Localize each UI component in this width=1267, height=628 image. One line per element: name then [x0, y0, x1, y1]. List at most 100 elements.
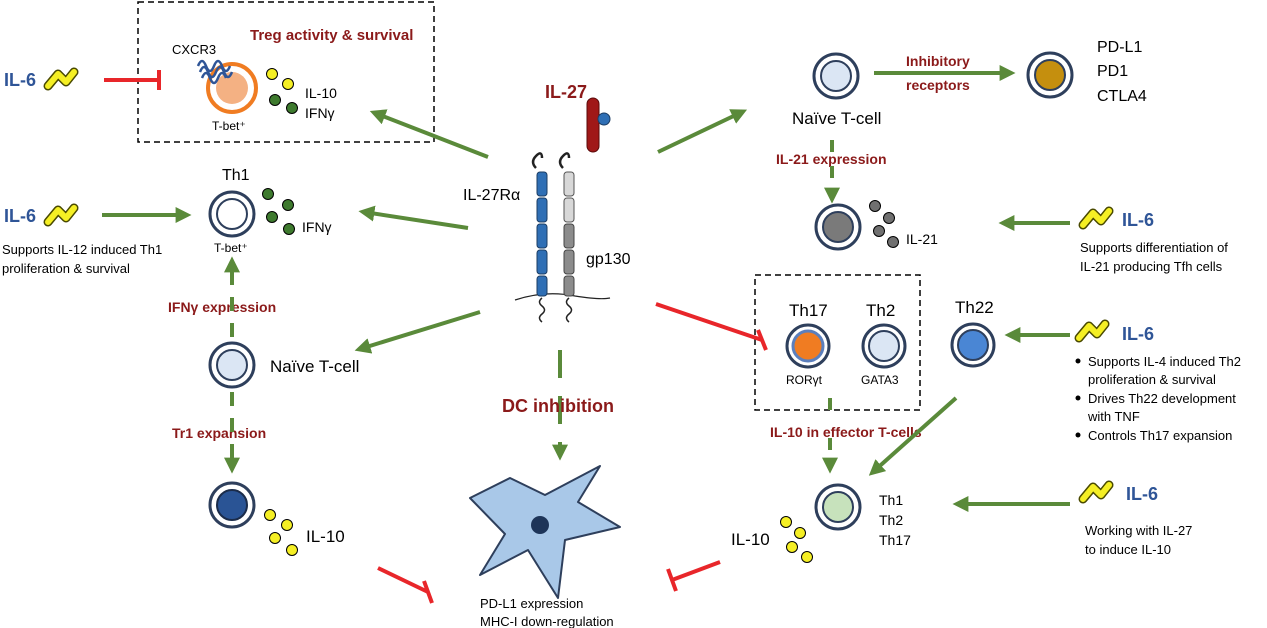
dc-caption-line2: MHC-I down-regulation [480, 614, 614, 628]
effector-il10-cytokines [780, 516, 813, 563]
naive-left-label: Naïve T-cell [270, 357, 359, 376]
arrow-to-naive-left [354, 310, 481, 354]
bullet-text: Drives Th22 development [1088, 391, 1236, 406]
tr1-inhibit-dc [377, 566, 429, 594]
arrow-th22-to-effector [868, 396, 958, 476]
bullet-dot [1075, 395, 1081, 401]
tr1-cytokines [264, 509, 298, 556]
tfh-il6-label: IL-6 [1122, 210, 1154, 230]
th2-title: Th2 [866, 301, 895, 320]
receptor-label: CTLA4 [1097, 88, 1147, 105]
dc-nucleus [531, 516, 549, 534]
treg-cytokines [266, 68, 298, 114]
receptor-label: PD1 [1097, 63, 1128, 80]
bullet-text: with TNF [1087, 409, 1140, 424]
naive-right-label: Naïve T-cell [792, 109, 881, 128]
il6-icon [48, 72, 74, 86]
inhibitory-receptor-cell [1026, 51, 1074, 99]
effector-il6-bullets: Supports IL-4 induced Th2 proliferation … [1075, 354, 1241, 443]
th1-tbet-label: T-bet⁺ [214, 241, 248, 255]
cytokine-dot [780, 516, 792, 528]
il27-cytokine-icon [586, 97, 611, 153]
cell-membrane [514, 293, 611, 301]
effector-il10-cell [814, 483, 862, 531]
bullet-dot [1075, 358, 1081, 364]
arrow-to-treg [369, 109, 489, 159]
effector-cell-type: Th2 [879, 512, 903, 528]
cytokine-dot [286, 544, 298, 556]
tfh-il6-desc-line1: Supports differentiation of [1080, 240, 1228, 255]
th1-title: Th1 [222, 167, 250, 184]
effector-inhibit-dc-bar [666, 568, 678, 592]
cxcr3-receptor-icon [196, 59, 234, 85]
il27ra-chain [531, 152, 548, 323]
ifng-expression-label: IFNγ expression [168, 299, 276, 315]
th1-il6-desc-line1: Supports IL-12 induced Th1 [2, 242, 162, 257]
working-il6-desc-line1: Working with IL-27 [1085, 523, 1192, 538]
cytokine-dot [887, 236, 899, 248]
inhibitory-label-line2: receptors [906, 77, 970, 93]
cytokine-dot [264, 509, 276, 521]
th17-cell [785, 323, 831, 369]
effector-cell-type: Th17 [879, 532, 911, 548]
effector-box [754, 274, 921, 411]
dc-caption-line1: PD-L1 expression [480, 596, 583, 611]
effector-il6-label: IL-6 [1122, 324, 1154, 344]
tr1-cell [208, 481, 256, 529]
cytokine-dot [283, 223, 295, 235]
naive-left-cell [208, 341, 256, 389]
bullet-text: Supports IL-4 induced Th2 [1088, 354, 1241, 369]
inhibit-effector-bar [756, 329, 768, 351]
th2-marker: GATA3 [861, 373, 899, 387]
treg-il10-label: IL-10 [305, 85, 337, 101]
effector-il10-label: IL-10 [731, 530, 770, 549]
cytokine-dot [282, 78, 294, 90]
cytokine-dot [286, 102, 298, 114]
naive-right-cell [812, 52, 860, 100]
cytokine-dot [281, 519, 293, 531]
bullet-dot [1075, 432, 1081, 438]
cytokine-dot [801, 551, 813, 563]
inhibit-effector [655, 302, 763, 342]
effector-cell-type: Th1 [879, 492, 903, 508]
effector-inhibit-dc [671, 560, 721, 582]
arrow-to-naive-right [657, 109, 748, 154]
il6-icon [1083, 485, 1109, 499]
il27-label: IL-27 [545, 82, 587, 102]
th1-cytokines [262, 188, 295, 235]
cytokine-dot [269, 94, 281, 106]
bullet-text: proliferation & survival [1088, 372, 1216, 387]
working-il6-label: IL-6 [1126, 484, 1158, 504]
th1-il6-desc-line2: proliferation & survival [2, 261, 130, 276]
il27-receptor-complex [514, 97, 611, 323]
cytokine-dot [266, 68, 278, 80]
treg-ifng-label: IFNγ [305, 105, 335, 121]
gp130-label: gp130 [586, 251, 631, 268]
il21-cytokines [869, 200, 899, 248]
il6-icon [1079, 324, 1105, 338]
receptor-label: PD-L1 [1097, 39, 1142, 56]
treg-box [137, 1, 435, 143]
bullet-text: Controls Th17 expansion [1088, 428, 1232, 443]
tfh-cell [814, 203, 862, 251]
working-il6-desc-line2: to induce IL-10 [1085, 542, 1171, 557]
th1-cell [208, 190, 256, 238]
inhibitory-label-line1: Inhibitory [906, 53, 970, 69]
cytokine-dot [883, 212, 895, 224]
cytokine-dot [873, 225, 885, 237]
tfh-il6-desc-line2: IL-21 producing Tfh cells [1080, 259, 1223, 274]
th17-title: Th17 [789, 301, 828, 320]
il21-expression-label: IL-21 expression [776, 151, 887, 167]
treg-title: Treg activity & survival [250, 27, 413, 44]
dc-inhibition-label: DC inhibition [502, 396, 614, 416]
il6-icon [48, 208, 74, 222]
gp130-chain [558, 152, 575, 323]
treg-il6-label: IL-6 [4, 70, 36, 90]
cytokine-dot [262, 188, 274, 200]
cytokine-dot [266, 211, 278, 223]
il27ra-label: IL-27Rα [463, 187, 520, 204]
tr1-inhibit-dc-bar [422, 580, 434, 604]
arrow-to-th1 [358, 205, 469, 230]
il6-icon [1083, 211, 1109, 225]
